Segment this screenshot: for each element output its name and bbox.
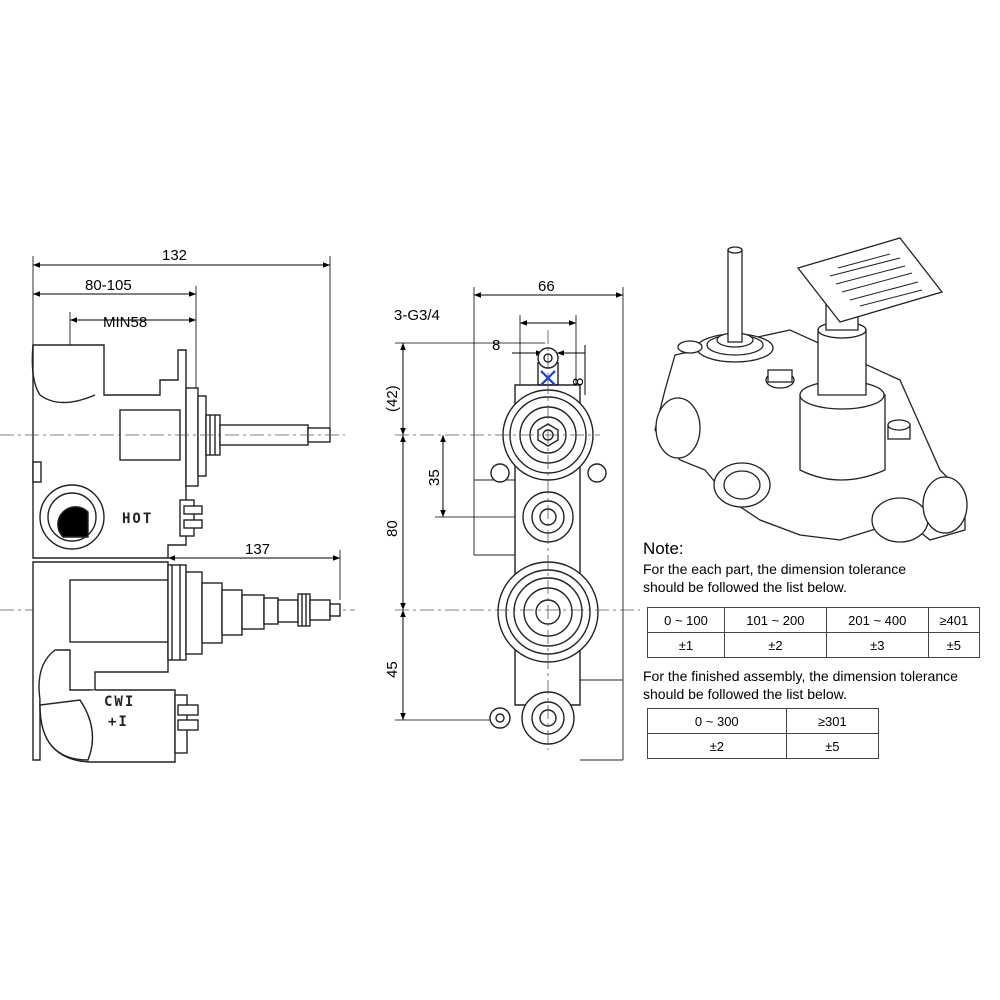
- assembly-tolerance-table: 0 ~ 300 ≥301 ±2 ±5: [647, 708, 880, 759]
- table-cell: 101 ~ 200: [723, 607, 827, 633]
- table-cell: ±1: [647, 632, 725, 658]
- dim-text-132: 132: [162, 247, 187, 264]
- cw-label: CWI: [104, 694, 135, 710]
- table-cell: ±5: [785, 733, 880, 759]
- table-cell: ±2: [647, 733, 787, 759]
- table-cell: ±3: [825, 632, 929, 658]
- table-row: 0 ~ 100 101 ~ 200 201 ~ 400 ≥401: [647, 607, 981, 633]
- table-cell: 0 ~ 300: [647, 708, 787, 734]
- dim-text-80-105: 80-105: [85, 277, 132, 294]
- dim-text-8-horizontal: 8: [492, 337, 500, 354]
- dim-text-min58: MIN58: [103, 314, 147, 331]
- part-note-line1: For the each part, the dimension toleran…: [643, 561, 907, 577]
- dim-text-80: 80: [384, 520, 401, 537]
- dim-text-42: (42): [384, 385, 401, 412]
- table-cell: 0 ~ 100: [647, 607, 725, 633]
- mounting-hole-bottom: [489, 707, 511, 729]
- dim-text-35: 35: [426, 469, 443, 486]
- table-row: ±2 ±5: [647, 733, 880, 759]
- dim-text-45: 45: [384, 661, 401, 678]
- assembly-note-line1: For the finished assembly, the dimension…: [643, 668, 958, 684]
- table-cell: ±5: [927, 632, 981, 658]
- part-tolerance-table: 0 ~ 100 101 ~ 200 201 ~ 400 ≥401 ±1 ±2 ±…: [647, 607, 981, 658]
- hole-marker: [540, 370, 556, 386]
- table-cell: ≥301: [785, 708, 880, 734]
- note-title: Note:: [643, 539, 684, 558]
- dim-text-thread: 3-G3/4: [394, 307, 440, 324]
- dim-text-137: 137: [245, 541, 270, 558]
- dim-text-8-vertical: 8: [570, 378, 587, 386]
- hot-label: HOT: [122, 511, 153, 527]
- dim-text-66: 66: [538, 278, 555, 295]
- table-row: 0 ~ 300 ≥301: [647, 708, 880, 734]
- table-row: ±1 ±2 ±3 ±5: [647, 632, 981, 658]
- table-cell: 201 ~ 400: [825, 607, 929, 633]
- assembly-note-line2: should be followed the list below.: [643, 686, 847, 702]
- side-view: [0, 256, 355, 763]
- table-cell: ≥401: [927, 607, 981, 633]
- front-view: [395, 287, 640, 761]
- isometric-view: [654, 237, 968, 543]
- table-cell: ±2: [723, 632, 827, 658]
- part-note-line2: should be followed the list below.: [643, 579, 847, 595]
- plus-minus-label: +I: [108, 714, 129, 730]
- instruction-tag: [796, 237, 944, 323]
